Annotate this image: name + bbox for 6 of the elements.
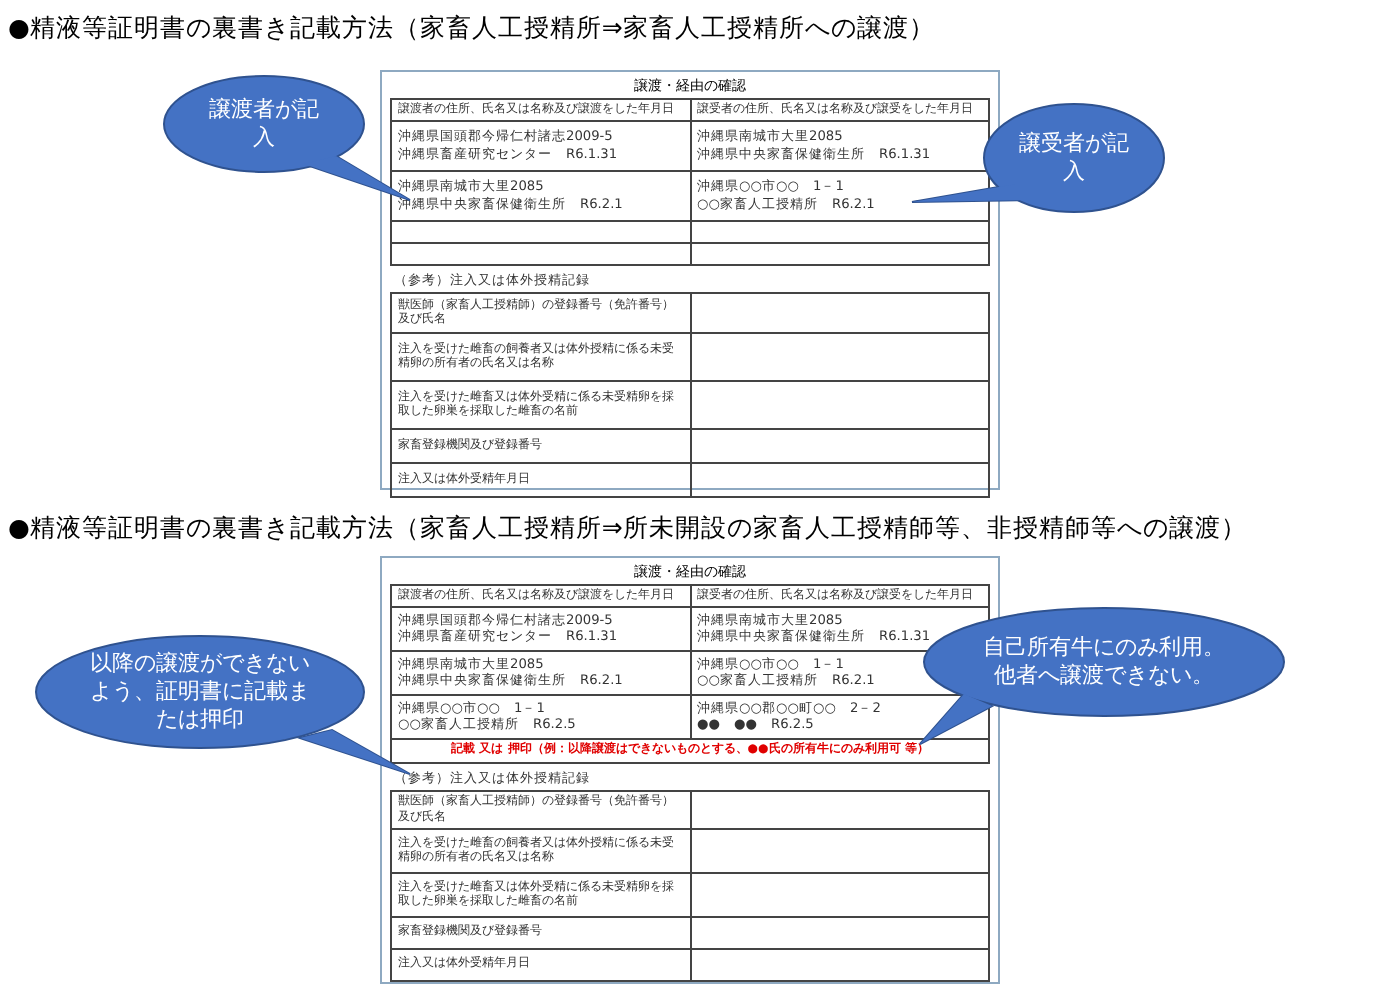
callout-text: 譲受者が記入 — [1017, 128, 1131, 188]
section-heading: ●精液等証明書の裏書き記載方法（家畜人工授精所⇒所未開設の家畜人工授精師等、非授精師等への譲渡） — [8, 512, 1247, 546]
section-heading: ●精液等証明書の裏書き記載方法（家畜人工授精所⇒家畜人工授精所への譲渡） — [8, 12, 935, 46]
callout-text: 以降の譲渡ができないよう、証明書に記載または押印 — [88, 648, 312, 736]
callout-text: 自己所有牛にのみ利用。他者へ譲渡できない。 — [981, 632, 1227, 692]
callout-text: 譲渡者が記入 — [207, 94, 321, 154]
